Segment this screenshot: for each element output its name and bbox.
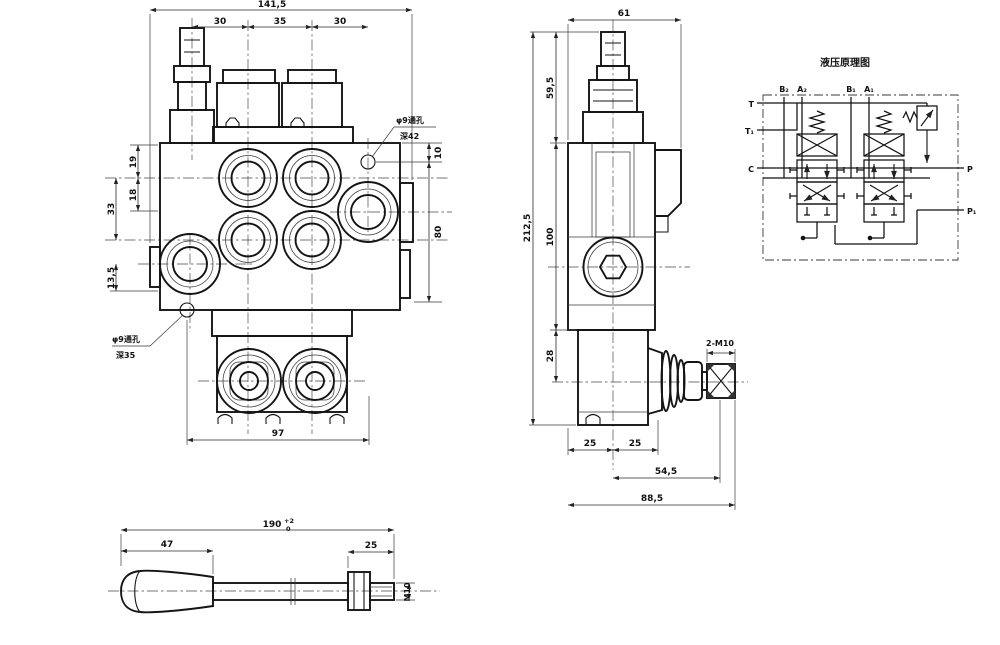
dim-width: 61 — [618, 9, 631, 19]
joystick-joint — [647, 347, 736, 415]
front-dimensions: 141,5 30 35 30 19 18 33 13,5 10 80 97 — [107, 0, 444, 445]
port-b2: B₂ — [779, 85, 789, 94]
handle-dimensions: 190 +2 0 47 25 M10 — [120, 517, 415, 602]
valve-body-side — [567, 142, 656, 331]
hole-note-bottom: φ9通孔 深35 — [112, 314, 184, 360]
dim-seg-mid: 35 — [274, 17, 287, 27]
dim-80: 80 — [434, 226, 444, 239]
port-t1: T₁ — [745, 127, 754, 136]
hole-note-top-line2: 深42 — [400, 131, 419, 141]
valve-unit-1 — [783, 97, 845, 241]
control-cap-1 — [216, 69, 280, 128]
schematic-title: 液压原理图 — [820, 56, 870, 69]
hole-note-bottom-line1: φ9通孔 — [112, 334, 140, 344]
lever-grip — [120, 569, 214, 614]
port-p1: P₁ — [967, 207, 977, 216]
dim-seg-right: 30 — [334, 17, 347, 27]
port-t: T — [749, 100, 755, 109]
dim-25a: 25 — [584, 439, 597, 449]
mounting-hole-bottom — [179, 302, 195, 318]
port-p: P — [967, 165, 973, 174]
dim-212-5: 212,5 — [523, 214, 533, 242]
control-cap-2 — [281, 69, 343, 128]
hole-note-bottom-line2: 深35 — [116, 350, 136, 360]
bottom-section — [211, 309, 353, 424]
hole-note-top-line1: φ9通孔 — [396, 115, 424, 125]
lever-shaft — [212, 582, 349, 601]
side-view: 61 59,5 212,5 100 28 25 25 54,5 88,5 2-M… — [523, 9, 748, 510]
lever-thread — [369, 582, 395, 601]
dim-33: 33 — [107, 203, 117, 216]
dim-10: 10 — [434, 147, 444, 160]
dim-19: 19 — [129, 156, 139, 169]
relief-valve-symbol — [902, 103, 938, 163]
port-b1: B₁ — [846, 85, 856, 94]
valve-unit-2 — [850, 97, 912, 241]
dim-190: 190 — [263, 520, 282, 530]
dim-88-5: 88,5 — [641, 494, 663, 504]
port-boss-circles — [159, 148, 399, 295]
hydraulic-schematic: 液压原理图 — [745, 56, 977, 261]
thread-note: 2-M10 — [706, 339, 734, 348]
side-right-block — [655, 149, 682, 217]
dim-97: 97 — [272, 429, 285, 439]
dim-100: 100 — [546, 228, 556, 247]
dim-seg-left: 30 — [214, 17, 227, 27]
handle-view: 190 +2 0 47 25 M10 — [108, 517, 440, 614]
dim-28: 28 — [546, 350, 556, 363]
dim-18: 18 — [129, 189, 139, 202]
dim-13-5: 13,5 — [107, 267, 117, 289]
port-a2: A₂ — [797, 85, 807, 94]
tolerance-upper: +2 — [284, 517, 294, 525]
hole-note-top: φ9通孔 深42 — [371, 115, 436, 158]
dim-47: 47 — [161, 540, 174, 550]
side-center-plug — [582, 236, 644, 298]
joint-hatch — [707, 364, 735, 398]
dim-54-5: 54,5 — [655, 467, 677, 477]
dim-25-thread: 25 — [365, 541, 378, 551]
port-c: C — [748, 165, 754, 174]
dim-25b: 25 — [629, 439, 642, 449]
port-a1: A₁ — [864, 85, 874, 94]
side-dimensions: 61 59,5 212,5 100 28 25 25 54,5 88,5 2-M… — [523, 9, 736, 510]
dim-59-5: 59,5 — [546, 77, 556, 99]
dim-overall: 141,5 — [258, 0, 286, 10]
side-lower-block — [577, 329, 649, 426]
mounting-hole-top — [360, 154, 376, 170]
tolerance-lower: 0 — [286, 525, 291, 533]
relief-valve-stack — [169, 27, 215, 144]
thread-size: M10 — [403, 582, 412, 602]
front-view: 141,5 30 35 30 19 18 33 13,5 10 80 97 φ9… — [105, 0, 452, 445]
